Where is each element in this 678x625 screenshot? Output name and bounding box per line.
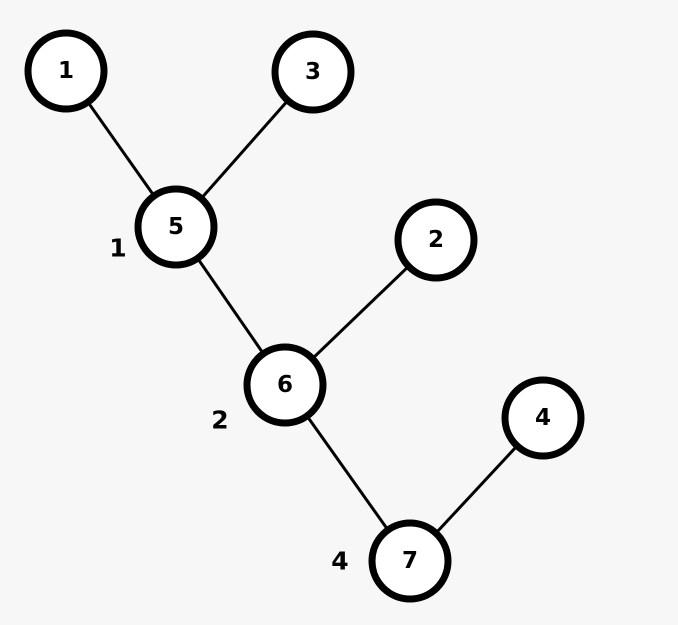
node-7[interactable]: 7	[368, 519, 452, 603]
edge-layer	[64, 69, 545, 563]
edge-weight-label-3: 4	[331, 547, 348, 576]
node-5-label: 5	[168, 214, 184, 240]
node-6-label: 6	[277, 372, 293, 398]
node-4[interactable]: 4	[501, 376, 585, 460]
node-7-label: 7	[402, 548, 418, 574]
edge-weight-label-1: 1	[109, 234, 126, 263]
node-7-circle[interactable]	[368, 519, 452, 603]
node-layer: 1 3 5 2 6 4	[24, 29, 585, 603]
node-5-circle[interactable]	[134, 185, 218, 269]
node-4-circle[interactable]	[501, 376, 585, 460]
node-6[interactable]: 6	[243, 343, 327, 427]
node-3-circle[interactable]	[271, 30, 355, 114]
node-2-label: 2	[428, 227, 444, 253]
node-1-circle[interactable]	[24, 29, 108, 113]
node-4-label: 4	[535, 405, 551, 431]
node-1[interactable]: 1	[24, 29, 108, 113]
node-3-label: 3	[305, 59, 321, 85]
node-2[interactable]: 2	[394, 198, 478, 282]
node-2-circle[interactable]	[394, 198, 478, 282]
edge-weight-label-2: 2	[211, 406, 228, 435]
annotation-layer: 1 2 4	[109, 234, 348, 576]
node-5[interactable]: 5	[134, 185, 218, 269]
node-3[interactable]: 3	[271, 30, 355, 114]
node-1-label: 1	[58, 58, 74, 84]
node-6-circle[interactable]	[243, 343, 327, 427]
